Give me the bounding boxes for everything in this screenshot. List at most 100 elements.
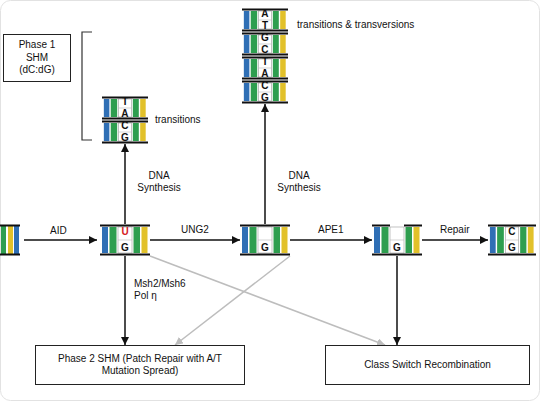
dna-segment: G — [240, 224, 290, 256]
backbone — [488, 254, 536, 256]
backbone — [372, 225, 390, 227]
base-bar — [406, 227, 413, 253]
base-bar — [244, 11, 250, 29]
connector-arrow — [396, 256, 398, 345]
base-letter: A — [259, 8, 272, 20]
base-bar — [528, 227, 534, 253]
base-letter: G — [259, 32, 272, 44]
backbone — [372, 254, 422, 256]
base-bar — [273, 11, 279, 29]
base-bar — [134, 227, 141, 253]
base-letter: T — [259, 20, 272, 32]
connector-arrow — [124, 256, 126, 345]
backbone — [100, 254, 150, 256]
base-bar — [251, 11, 257, 29]
base-bar — [251, 59, 257, 77]
dna-segment: CG — [102, 120, 148, 144]
base-bar — [244, 59, 250, 77]
box-label: Class Switch Recombination — [364, 359, 491, 372]
base-letter: T — [259, 56, 272, 68]
base-bar — [133, 99, 139, 117]
base-bar — [273, 83, 279, 101]
box-text: Phase 1 SHM (dC:dG) — [10, 39, 64, 77]
backbone — [240, 254, 290, 256]
dna-segment: UG — [100, 224, 150, 256]
base-letter: T — [119, 96, 132, 108]
dna-segment: TA — [242, 56, 288, 80]
base-bar — [280, 83, 286, 101]
base-letter: G — [259, 92, 272, 104]
edge-label: Msh2/Msh6 Pol η — [133, 278, 197, 302]
process-box: Class Switch Recombination — [325, 345, 530, 385]
base-letter: G — [258, 240, 272, 256]
pair-divider — [390, 240, 404, 241]
base-letter: C — [119, 120, 132, 132]
base-bar — [250, 227, 257, 253]
connector-arrow — [124, 144, 126, 224]
connector-arrow — [264, 104, 266, 224]
base-bar — [414, 227, 420, 253]
base-bar — [242, 227, 248, 253]
base-bar — [244, 35, 250, 53]
base-bar — [244, 83, 250, 101]
note-label: AID — [49, 225, 68, 237]
note-label: transitions — [154, 114, 202, 126]
base-bar — [142, 227, 148, 253]
base-letter: G — [118, 240, 132, 256]
base-bar — [280, 59, 286, 77]
dna-segment: G — [372, 224, 422, 256]
pair-divider — [505, 240, 518, 241]
backbone — [240, 225, 290, 227]
base-bar — [140, 99, 146, 117]
base-bar — [282, 227, 288, 253]
connector-arrow — [422, 239, 488, 241]
base-bar — [110, 227, 117, 253]
connector-arrow — [290, 239, 372, 241]
dna-segment: CG — [242, 80, 288, 104]
base-letter: U — [118, 224, 132, 240]
pair-divider — [118, 240, 132, 241]
base-bar — [382, 227, 389, 253]
base-bar — [520, 227, 526, 253]
edge-label: DNA Synthesis — [131, 170, 187, 194]
note-label: transitions & transversions — [296, 19, 415, 31]
base-bar — [140, 123, 146, 141]
dna-segment: TA — [102, 96, 148, 120]
base-bar — [133, 123, 139, 141]
connector-arrow — [150, 239, 240, 241]
base-bar — [251, 83, 257, 101]
dna-segment: AT — [242, 8, 288, 32]
pair-divider — [258, 240, 272, 241]
base-bar — [104, 99, 110, 117]
base-bar — [280, 35, 286, 53]
base-bar — [274, 227, 281, 253]
box-label: Phase 2 SHM (Patch Repair with A/T Mutat… — [42, 353, 238, 378]
base-letter: C — [505, 224, 518, 240]
box-label: Phase 1 SHM (dC:dG) — [10, 39, 64, 77]
backbone — [404, 225, 422, 227]
base-bar — [111, 123, 117, 141]
base-bar — [251, 35, 257, 53]
base-letter: G — [505, 240, 518, 256]
base-letter: A — [259, 68, 272, 80]
base-letter: G — [390, 240, 404, 256]
base-bar — [490, 227, 496, 253]
base-bar — [104, 123, 110, 141]
base-bar — [280, 11, 286, 29]
dna-fragment — [0, 226, 20, 255]
edge-label: APE1 — [317, 224, 345, 236]
dna-segment: GC — [242, 32, 288, 56]
base-bar — [102, 227, 108, 253]
box-text: Class Switch Recombination — [364, 359, 491, 372]
base-letter: A — [119, 108, 132, 120]
base-letter: C — [259, 44, 272, 56]
base-bar — [273, 35, 279, 53]
edge-label: DNA Synthesis — [271, 170, 327, 194]
edge-label: UNG2 — [180, 224, 210, 236]
base-bar — [374, 227, 380, 253]
process-box: Phase 1 SHM (dC:dG) — [3, 34, 71, 82]
phase-bracket — [82, 32, 92, 140]
edge-label: Repair — [439, 224, 470, 236]
dna-segment: CG — [488, 224, 536, 256]
